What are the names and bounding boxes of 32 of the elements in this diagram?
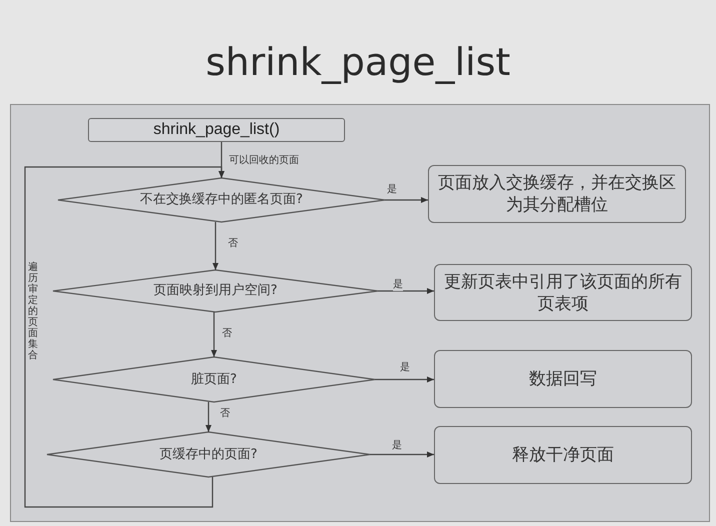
decision-text: 页面映射到用户空间? xyxy=(154,282,278,300)
arrow xyxy=(24,166,224,508)
slide-title: shrink_page_list xyxy=(204,39,512,86)
box-text: 页面放入交换缓存，并在交换区为其分配槽位 xyxy=(437,172,677,216)
decision-text: 不在交换缓存中的匿名页面? xyxy=(140,191,303,210)
box-text: 释放干净页面 xyxy=(512,444,614,466)
start-box xyxy=(88,118,345,142)
edge-label: 是 xyxy=(387,184,397,196)
arrow xyxy=(212,222,218,270)
process-box xyxy=(434,426,692,484)
edge-label: 遍历审定的页面集合 xyxy=(28,262,38,361)
edge-label: 否 xyxy=(220,408,230,420)
arrow xyxy=(370,452,434,458)
process-box xyxy=(428,165,686,223)
box-text: 更新页表中引用了该页面的所有页表项 xyxy=(443,270,683,314)
decision-text: 脏页面? xyxy=(191,370,237,389)
edge-label: 是 xyxy=(400,362,410,374)
edge-label: 是 xyxy=(393,279,403,291)
edge-label: 是 xyxy=(392,440,402,452)
edge-label: 否 xyxy=(222,328,232,340)
edge-label: 否 xyxy=(228,238,238,250)
arrow xyxy=(375,376,434,382)
arrow xyxy=(385,197,428,203)
decision-text: 页缓存中的页面? xyxy=(160,446,258,464)
arrow xyxy=(378,288,434,294)
arrow xyxy=(206,402,212,432)
edge-label: 可以回收的页面 xyxy=(229,155,299,167)
box-text: 数据回写 xyxy=(529,368,597,390)
process-box xyxy=(434,264,692,321)
arrow xyxy=(211,312,217,357)
process-box xyxy=(434,350,692,408)
box-text: shrink_page_list() xyxy=(153,120,280,140)
